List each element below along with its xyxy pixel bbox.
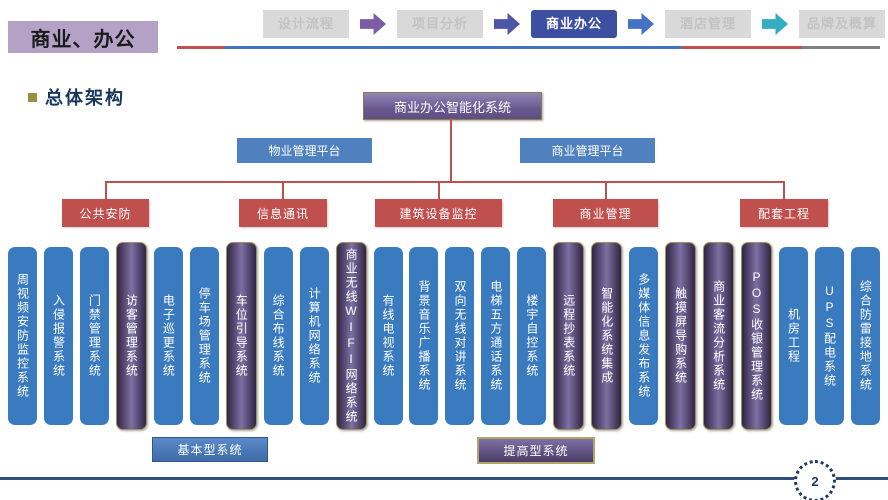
page-number: 2 (811, 473, 819, 489)
system-label: 访客管理系统 (124, 294, 139, 378)
footer-line (0, 477, 888, 480)
connector-line (604, 181, 607, 200)
system-label: 入侵报警系统 (51, 294, 66, 378)
section-heading-label: 总体架构 (45, 88, 125, 108)
system-column-7: 车位引导系统 (225, 242, 257, 430)
category-box-2: 信息通讯 (239, 199, 327, 227)
system-columns: 周视频安防监控系统 入侵报警系统 门禁管理系统 访客管理系统 电子巡更系统 停车场管理系统… (8, 242, 880, 430)
category-box-3: 建筑设备监控 (375, 199, 502, 227)
system-column-17: 智能化系统集成 (591, 242, 623, 430)
connector-line (105, 181, 785, 183)
system-column-21: POS收银管理系统 (741, 242, 773, 430)
system-label: 电梯五方通话系统 (488, 280, 503, 392)
nav-tab-3: 商业办公 (531, 10, 617, 38)
system-column-20: 商业客流分析系统 (703, 242, 735, 430)
system-column-18: 多媒体信息发布系统 (629, 247, 659, 425)
platform-box-1: 物业管理平台 (237, 138, 372, 163)
system-column-10: 商业无线WIFI网络系统 (335, 242, 367, 430)
root-node: 商业办公智能化系统 (363, 92, 542, 120)
system-label: 双向无线对讲系统 (452, 280, 467, 392)
system-label: 计算机网络系统 (307, 287, 322, 385)
category-box-1: 公共安防 (62, 199, 149, 227)
system-column-24: 综合防雷接地系统 (850, 247, 880, 425)
process-nav: 设计流程 项目分析 商业办公 酒店管理 品牌及概算 (263, 10, 885, 38)
bullet-icon (28, 92, 37, 102)
legend-item-1: 基本型系统 (152, 437, 268, 462)
system-column-15: 楼宇自控系统 (517, 247, 547, 425)
system-label: 综合防雷接地系统 (858, 280, 873, 392)
system-label: 门禁管理系统 (87, 294, 102, 378)
system-column-11: 有线电视系统 (373, 247, 403, 425)
system-label: 电子巡更系统 (161, 294, 176, 378)
system-label: 远程抄表系统 (561, 294, 576, 378)
system-label: 背景音乐广播系统 (416, 280, 431, 392)
system-label: 楼宇自控系统 (524, 294, 539, 378)
system-column-4: 访客管理系统 (115, 242, 147, 430)
system-label: 综合布线系统 (271, 294, 286, 378)
arrow-right-icon (494, 13, 520, 35)
arrow-right-icon (360, 13, 386, 35)
system-label: 多媒体信息发布系统 (636, 273, 651, 399)
system-label: POS收银管理系统 (749, 270, 764, 402)
connector-line (450, 118, 452, 182)
system-label: 停车场管理系统 (197, 287, 212, 385)
slide-title: 商业、办公 (8, 21, 158, 53)
arrow-right-icon (762, 13, 788, 35)
underline-segment (225, 46, 682, 49)
category-box-5: 配套工程 (740, 199, 828, 227)
nav-tab-5: 品牌及概算 (799, 10, 885, 38)
system-column-14: 电梯五方通话系统 (481, 247, 511, 425)
nav-tab-4: 酒店管理 (665, 10, 751, 38)
system-column-8: 综合布线系统 (263, 247, 293, 425)
underline-segment (802, 46, 880, 49)
system-label: 有线电视系统 (381, 294, 396, 378)
page-number-badge: 2 (794, 460, 836, 500)
legend-item-2: 提高型系统 (477, 437, 595, 464)
system-column-6: 停车场管理系统 (189, 247, 219, 425)
section-heading: 总体架构 (28, 84, 125, 110)
system-column-23: UPS配电系统 (814, 247, 844, 425)
system-column-9: 计算机网络系统 (299, 247, 329, 425)
nav-tab-1: 设计流程 (263, 10, 349, 38)
system-label: 商业无线WIFI网络系统 (344, 248, 359, 424)
system-label: 周视频安防监控系统 (15, 273, 30, 399)
system-column-3: 门禁管理系统 (79, 247, 109, 425)
connector-line (104, 181, 107, 200)
connector-line (282, 181, 284, 200)
system-label: 智能化系统集成 (599, 287, 614, 385)
nav-tab-2: 项目分析 (397, 10, 483, 38)
underline-segment (682, 46, 802, 49)
system-label: 车位引导系统 (234, 294, 249, 378)
system-column-13: 双向无线对讲系统 (445, 247, 475, 425)
system-column-2: 入侵报警系统 (43, 247, 73, 425)
category-box-4: 商业管理 (553, 199, 658, 227)
system-label: 商业客流分析系统 (711, 280, 726, 392)
system-label: 机房工程 (786, 308, 801, 364)
system-column-1: 周视频安防监控系统 (8, 247, 37, 425)
system-label: UPS配电系统 (822, 284, 837, 388)
connector-line (783, 181, 785, 200)
system-column-16: 远程抄表系统 (553, 242, 585, 430)
arrow-right-icon (628, 13, 654, 35)
system-column-12: 背景音乐广播系统 (409, 247, 439, 425)
system-label: 触摸屏导购系统 (673, 287, 688, 385)
system-column-19: 触摸屏导购系统 (665, 242, 697, 430)
system-column-22: 机房工程 (779, 247, 809, 425)
connector-line (437, 181, 440, 200)
platform-box-2: 商业管理平台 (520, 138, 655, 163)
system-column-5: 电子巡更系统 (153, 247, 183, 425)
underline-segment (177, 46, 225, 49)
